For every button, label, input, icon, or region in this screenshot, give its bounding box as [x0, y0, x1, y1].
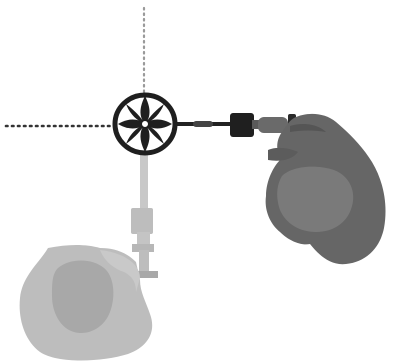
search-coil-icon	[112, 92, 178, 156]
ghost-figure-icon	[19, 152, 158, 361]
crosshair-guide-icon	[4, 6, 146, 128]
person-silhouette-icon	[265, 113, 386, 265]
